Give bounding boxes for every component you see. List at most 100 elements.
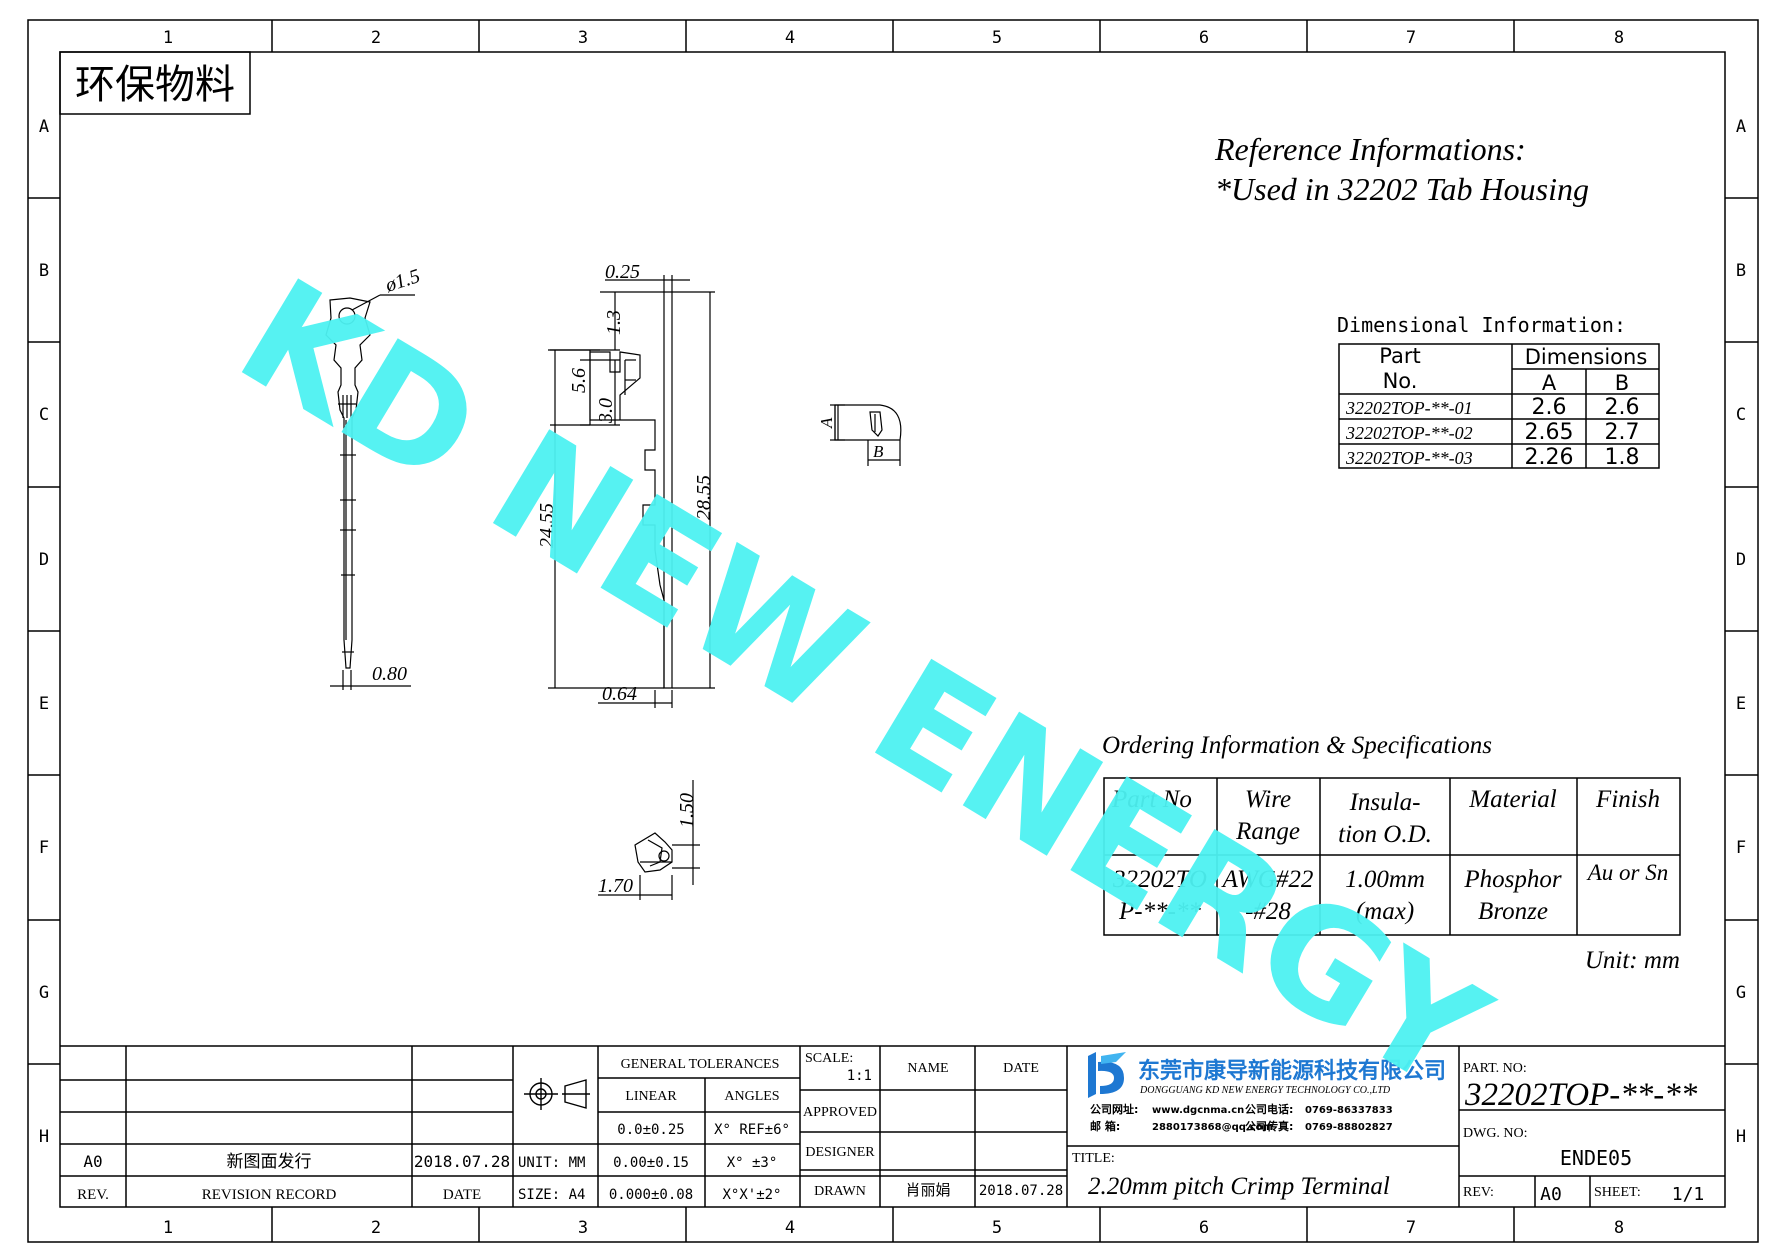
eco-material-badge: 环保物料	[59, 51, 251, 115]
tel-value: 0769-86337833	[1305, 1105, 1393, 1116]
terminal-crimp-view	[598, 780, 700, 900]
rev2-value: A0	[1540, 1184, 1562, 1205]
ordering-title: Ordering Information & Specifications	[1102, 732, 1492, 759]
drawn-date: 2018.07.28	[979, 1183, 1063, 1199]
terminal-front-view	[325, 294, 415, 690]
col-label: 8	[1614, 1218, 1624, 1238]
general-tolerances-label: GENERAL TOLERANCES	[621, 1057, 780, 1072]
row-label: B	[1736, 261, 1746, 281]
hole-diameter-label: ø1.5	[382, 265, 423, 297]
order-head-ins-1: Insula-	[1349, 789, 1421, 816]
dim-56-label: 5.6	[568, 368, 590, 393]
sheet-value: 1/1	[1672, 1184, 1705, 1205]
company-name-en: DONGGUANG KD NEW ENERGY TECHNOLOGY CO.,L…	[1139, 1085, 1391, 1096]
dim-row-a: 2.6	[1532, 395, 1567, 420]
dim-head-b: B	[1615, 371, 1629, 395]
unit-mm: UNIT: MM	[518, 1155, 585, 1171]
dimensional-title: Dimensional Information:	[1337, 313, 1626, 337]
dwg-no-value: ENDE05	[1560, 1146, 1632, 1170]
sheet-frame	[27, 19, 1759, 1243]
dim-2455-label: 24.55	[536, 503, 558, 548]
end-view-b-label: B	[873, 442, 884, 461]
row-label: G	[1736, 983, 1746, 1003]
end-view-a-label: A	[817, 417, 836, 429]
row-label: E	[39, 694, 49, 714]
revision-record-label: REVISION RECORD	[202, 1187, 337, 1203]
col-label: 8	[1614, 28, 1624, 48]
title-label: TITLE:	[1072, 1151, 1115, 1166]
rev-record-text: 新图面发行	[227, 1152, 312, 1172]
row-label: D	[1736, 550, 1746, 570]
mail-label: 邮 箱:	[1090, 1119, 1120, 1133]
col-label: 5	[992, 1218, 1002, 1238]
order-head-wire-1: Wire	[1245, 786, 1291, 813]
order-ins-2: (max)	[1356, 898, 1414, 925]
dim-row-part: 32202TOP-**-02	[1345, 423, 1473, 443]
linear-label: LINEAR	[625, 1089, 677, 1104]
order-material-1: Phosphor	[1463, 866, 1562, 893]
order-head-wire-2: Range	[1235, 818, 1300, 845]
tolerance-angle-1: X° REF±6°	[714, 1122, 790, 1138]
date-label: DATE	[443, 1187, 481, 1203]
col-label: 4	[785, 28, 795, 48]
col-label: 3	[578, 1218, 588, 1238]
dim-13-label: 1.3	[603, 310, 625, 335]
title-block: A0 新图面发行 2018.07.28 REV. REVISION RECORD…	[60, 1045, 1725, 1207]
col-label: 1	[163, 28, 173, 48]
dim-064-label: 0.64	[602, 683, 637, 705]
dim-30-label: 3.0	[595, 398, 617, 424]
row-label: H	[1736, 1127, 1746, 1147]
row-label: C	[1736, 405, 1746, 425]
designer-label: DESIGNER	[805, 1145, 875, 1160]
dim-row-b: 2.6	[1605, 395, 1640, 420]
tolerance-linear-3: 0.000±0.08	[609, 1187, 693, 1203]
terminal-end-view	[830, 404, 902, 466]
order-part-2: P-**-**	[1118, 898, 1201, 925]
dim-head-dimensions: Dimensions	[1525, 345, 1648, 369]
fax-value: 0769-88802827	[1305, 1122, 1393, 1133]
dim-150-label: 1.50	[676, 793, 698, 828]
reference-info: Reference Informations: *Used in 32202 T…	[1214, 131, 1589, 207]
col-label: 1	[163, 1218, 173, 1238]
company-logo-icon	[1088, 1052, 1126, 1098]
size-a4: SIZE: A4	[518, 1187, 585, 1203]
tolerance-angle-3: X°X'±2°	[722, 1187, 781, 1203]
rev-date: 2018.07.28	[414, 1152, 510, 1171]
name-label: NAME	[907, 1061, 948, 1076]
tolerance-linear-1: 0.0±0.25	[617, 1122, 684, 1138]
tolerance-angle-2: X° ±3°	[727, 1155, 778, 1171]
tel-label: 公司电话:	[1245, 1102, 1293, 1116]
terminal-side-view	[548, 275, 715, 708]
dim-2855-label: 28.55	[693, 475, 715, 520]
row-labels-right: A B C D E F G H	[1736, 117, 1746, 1147]
fax-label: 公司传真:	[1245, 1119, 1293, 1133]
reference-housing: *Used in 32202 Tab Housing	[1215, 171, 1589, 207]
col-label: 2	[371, 28, 381, 48]
dim-row-a: 2.65	[1525, 420, 1574, 445]
dim-row-part: 32202TOP-**-03	[1345, 448, 1473, 468]
row-label: E	[1736, 694, 1746, 714]
row-label: F	[39, 838, 49, 858]
mail-value: 2880173868@qq.com	[1152, 1122, 1273, 1133]
column-labels-top: 1 2 3 4 5 6 7 8	[163, 28, 1624, 48]
part-no-value: 32202TOP-**-**	[1464, 1077, 1698, 1113]
row-label: D	[39, 550, 49, 570]
order-head-ins-2: tion O.D.	[1338, 821, 1432, 848]
width-080-label: 0.80	[372, 663, 407, 685]
scale-label: SCALE:	[805, 1051, 853, 1066]
order-head-finish: Finish	[1595, 786, 1660, 813]
angles-label: ANGLES	[724, 1089, 779, 1104]
dim-row-b: 1.8	[1605, 445, 1640, 470]
tolerance-linear-2: 0.00±0.15	[613, 1155, 689, 1171]
col-label: 7	[1406, 1218, 1416, 1238]
drawn-label: DRAWN	[814, 1184, 866, 1199]
col-label: 4	[785, 1218, 795, 1238]
order-wire-2: -#28	[1245, 898, 1291, 925]
row-label: H	[39, 1127, 49, 1147]
col-label: 5	[992, 28, 1002, 48]
row-labels-left: A B C D E F G H	[39, 117, 49, 1147]
company-name-cn: 东莞市康导新能源科技有限公司	[1138, 1058, 1446, 1084]
order-part-1: 32202TO	[1112, 866, 1207, 893]
col-label: 2	[371, 1218, 381, 1238]
